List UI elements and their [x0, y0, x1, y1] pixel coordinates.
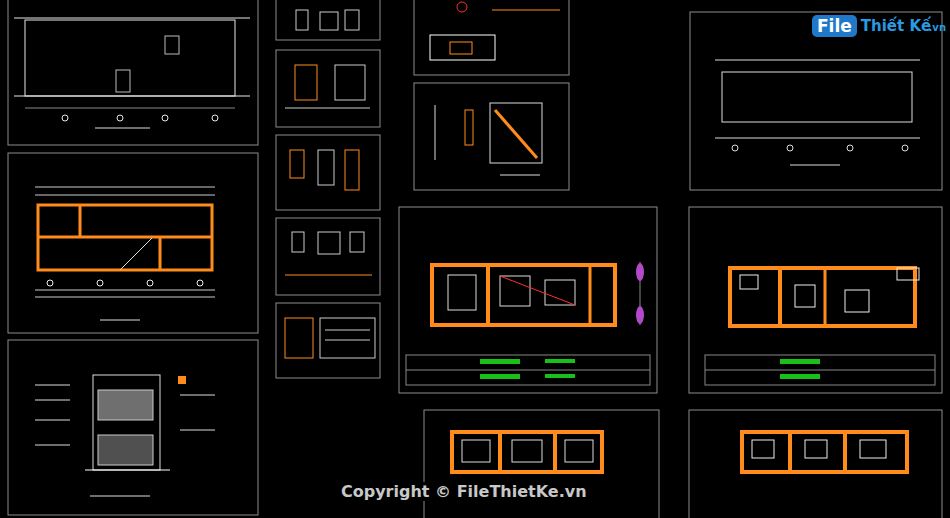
front-elevation: [35, 375, 215, 496]
roof-plan: [715, 60, 920, 165]
logo-text: Thiết Kế: [861, 17, 931, 35]
watermark: Copyright © FileThietKe.vn: [338, 482, 590, 501]
logo-box: File: [812, 15, 857, 37]
section-drawing: [35, 187, 215, 320]
side-elevation: [14, 18, 250, 128]
logo-domain: .vn: [929, 22, 946, 33]
sheet-frames: [8, 0, 942, 518]
lower-plans: [452, 432, 907, 472]
floor-plan-furnished: [705, 268, 935, 385]
detail-sheets: [285, 10, 375, 358]
floor-plan: [406, 262, 650, 385]
stair-details: [430, 2, 560, 175]
